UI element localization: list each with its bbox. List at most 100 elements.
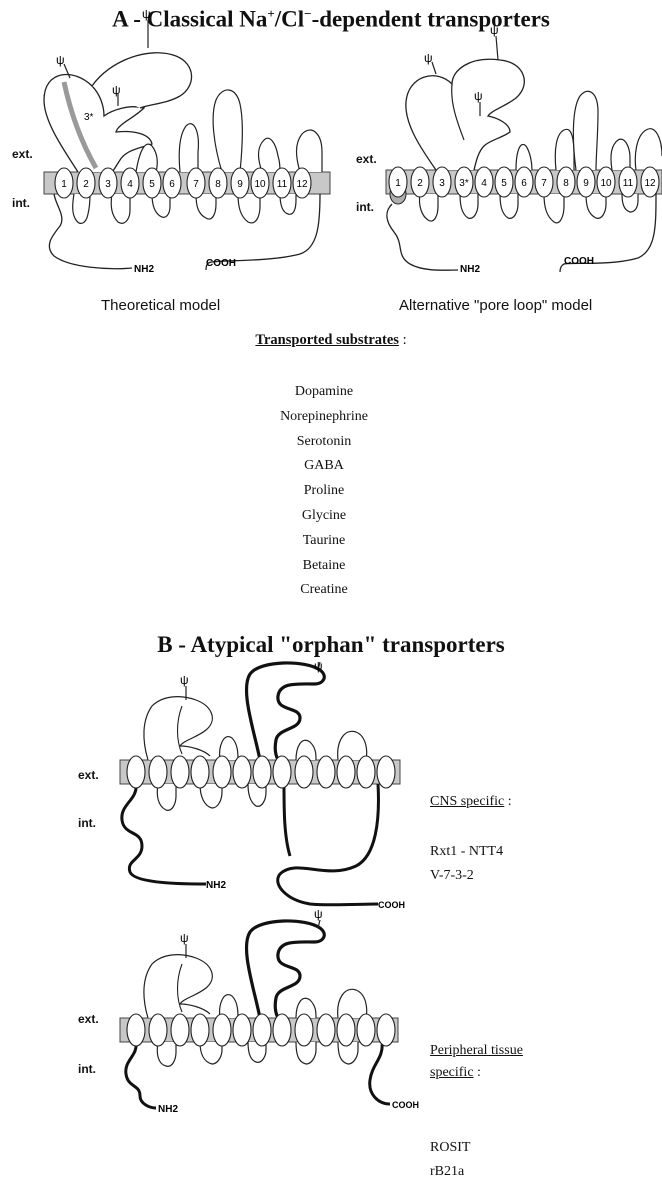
transmembrane-helix-label: 1: [61, 179, 67, 190]
intracellular-loop-1: [73, 194, 90, 223]
glyco-symbol-3: ψ: [112, 83, 121, 97]
cns-item: Rxt1 - NTT4: [430, 844, 503, 860]
transmembrane-helix: [317, 756, 335, 788]
transmembrane-helix-label: 8: [563, 178, 569, 189]
substrate-item: Proline: [244, 479, 404, 504]
thick-c-terminus: [278, 784, 379, 905]
substrate-item: Glycine: [244, 504, 404, 529]
transmembrane-helix-label: 11: [277, 179, 288, 190]
glyco-symbol-3: ψ: [474, 89, 483, 103]
peripheral-transporter-diagram: ψ ψ NH2 COOH: [100, 904, 420, 1114]
intracellular-loop-e: [586, 194, 606, 218]
transmembrane-helix-label: 3*: [459, 178, 469, 189]
transmembrane-helix-label: 10: [600, 178, 612, 189]
transmembrane-helix-label: 5: [501, 178, 507, 189]
extracellular-loop-12: [297, 130, 323, 172]
transmembrane-helix-label: 1: [395, 178, 401, 189]
transmembrane-helix: [213, 756, 231, 788]
transmembrane-helix: [377, 1014, 395, 1046]
glyco-symbol-1: ψ: [142, 7, 151, 21]
peripheral-ext-label: ext.: [78, 1012, 99, 1026]
glyco-stalk-1: [496, 36, 498, 60]
pore-loop-model-caption: Alternative "pore loop" model: [399, 297, 592, 314]
transmembrane-helix-label: 9: [583, 178, 589, 189]
substrates-list: Dopamine Norepinephrine Serotonin GABA P…: [244, 380, 404, 603]
transmembrane-helix: [273, 1014, 291, 1046]
transmembrane-helix: [253, 1014, 271, 1046]
transmembrane-helix: [127, 1014, 145, 1046]
transmembrane-helix: [171, 756, 189, 788]
substrate-item: Dopamine: [244, 380, 404, 405]
transmembrane-helix: [357, 756, 375, 788]
transmembrane-helix: [191, 1014, 209, 1046]
transmembrane-helix: [253, 756, 271, 788]
intracellular-loop-b: [460, 194, 478, 218]
thick-intracellular-loop: [284, 784, 290, 856]
transmembrane-helix: [377, 756, 395, 788]
substrate-item: Taurine: [244, 529, 404, 554]
section-b-title: B - Atypical "orphan" transporters: [0, 632, 662, 658]
substrate-item: Serotonin: [244, 430, 404, 455]
transmembrane-helix: [233, 1014, 251, 1046]
transmembrane-helix-label: 8: [215, 179, 221, 190]
cns-heading-colon: :: [504, 794, 511, 809]
extracellular-loop-7: [555, 129, 574, 170]
transmembrane-helix-label: 2: [417, 178, 423, 189]
intracellular-loop-3: [111, 194, 130, 223]
thick-n-terminus: [126, 1042, 156, 1108]
transmembrane-helix-label: 6: [521, 178, 527, 189]
loop-label-3star: 3*: [84, 112, 94, 123]
extracellular-loop-6: [516, 144, 532, 170]
extracellular-loop-8: [573, 91, 598, 170]
transmembrane-helix-label: 9: [237, 179, 243, 190]
peripheral-heading-line2: specific: [430, 1065, 474, 1080]
glyco-symbol-1: ψ: [180, 673, 189, 687]
substrate-item: GABA: [244, 454, 404, 479]
intracellular-loop-d: [544, 194, 564, 223]
peripheral-item: ROSIT: [430, 1140, 470, 1156]
cns-ext-label: ext.: [78, 768, 99, 782]
peripheral-int-label: int.: [78, 1062, 96, 1076]
n-terminus-label: NH2: [206, 880, 226, 891]
extracellular-loop-top: [92, 53, 192, 108]
transmembrane-helix: [295, 1014, 313, 1046]
cns-int-label: int.: [78, 816, 96, 830]
n-terminus-label: NH2: [460, 264, 480, 275]
theoretical-model-caption: Theoretical model: [101, 297, 220, 314]
cns-heading: CNS specific :: [430, 794, 512, 810]
transmembrane-helix-label: 12: [296, 179, 308, 190]
transmembrane-helix: [213, 1014, 231, 1046]
peripheral-heading-colon: :: [474, 1065, 481, 1080]
pore-loop-model-diagram: ψ ψ ψ 1233*456789101112 NH2 COOH: [340, 0, 662, 290]
glyco-symbol-2: ψ: [56, 53, 65, 67]
extracellular-loop-right-2: [338, 731, 367, 760]
extracellular-loop-10: [259, 138, 281, 172]
transmembrane-helix-label: 10: [254, 179, 266, 190]
extracellular-loop-large: [144, 697, 212, 760]
peripheral-item: rB21a: [430, 1164, 464, 1180]
transmembrane-helix-label: 5: [149, 179, 155, 190]
transmembrane-helix-label: 2: [83, 179, 89, 190]
transmembrane-helix-label: 4: [127, 179, 133, 190]
transmembrane-helix: [295, 756, 313, 788]
transmembrane-helix: [191, 756, 209, 788]
glyco-symbol-2: ψ: [424, 51, 433, 65]
transmembrane-helix: [317, 1014, 335, 1046]
extracellular-loop-12: [635, 129, 662, 170]
transmembrane-helix: [357, 1014, 375, 1046]
extracellular-loop-8: [213, 90, 242, 172]
substrates-heading-text: Transported substrates: [255, 332, 399, 348]
transmembrane-helix-label: 3: [439, 178, 445, 189]
glyco-symbol-1: ψ: [180, 931, 189, 945]
extracellular-loop-large: [144, 955, 212, 1018]
peripheral-heading: Peripheral tissue specific :: [430, 1040, 523, 1084]
peripheral-heading-line2-wrap: specific :: [430, 1062, 523, 1084]
transmembrane-helix: [171, 1014, 189, 1046]
extracellular-loop-right-2: [338, 989, 367, 1018]
glyco-symbol-2: ψ: [314, 660, 323, 673]
intracellular-loop-a: [419, 194, 438, 221]
transmembrane-helix: [149, 756, 167, 788]
transmembrane-helix: [233, 756, 251, 788]
c-terminus-label: COOH: [392, 1100, 419, 1110]
glyco-symbol-2: ψ: [314, 907, 323, 921]
